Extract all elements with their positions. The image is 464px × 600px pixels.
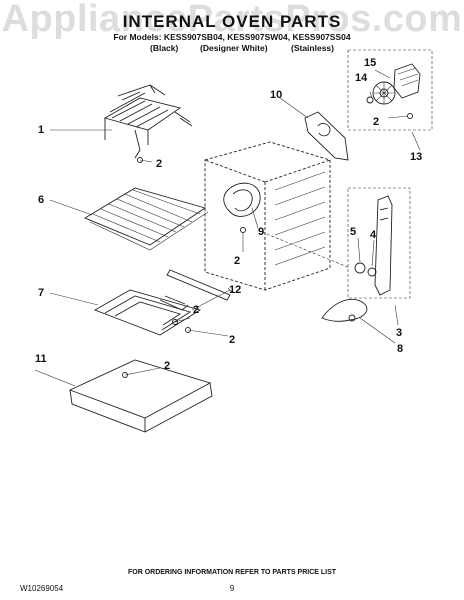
oven-sensor-probe <box>321 298 368 322</box>
variant-black: (Black) <box>150 43 179 53</box>
callout-3: 3 <box>396 327 402 339</box>
variant-designer-white: (Designer White) <box>200 43 268 53</box>
callout-12: 12 <box>229 284 241 296</box>
oven-cavity <box>204 141 331 291</box>
callout-15: 15 <box>364 57 376 69</box>
leader-lines <box>34 69 421 387</box>
callout-14: 14 <box>355 72 368 84</box>
oven-rack <box>84 187 209 251</box>
broil-element <box>103 84 193 163</box>
callout-2-bake-b: 2 <box>229 334 235 346</box>
callout-2-pan: 2 <box>164 360 170 372</box>
callout-4: 4 <box>370 229 377 241</box>
callout-7: 7 <box>38 287 44 299</box>
page-number: 9 <box>229 584 235 593</box>
callout-8: 8 <box>397 343 403 355</box>
convection-fan-assembly <box>347 49 433 131</box>
callout-10: 10 <box>270 89 282 101</box>
document-number: W10269054 <box>20 584 64 593</box>
models-subtitle: For Models: KESS907SB04, KESS907SW04, KE… <box>113 32 351 42</box>
callout-2-fan: 2 <box>373 116 379 128</box>
callout-11: 11 <box>35 353 47 365</box>
callout-5: 5 <box>350 226 356 238</box>
callout-13: 13 <box>410 151 422 163</box>
callout-6: 6 <box>38 194 44 206</box>
ordering-note: FOR ORDERING INFORMATION REFER TO PARTS … <box>127 569 337 576</box>
callout-2-bake-a: 2 <box>193 304 199 316</box>
callout-2-cavity: 2 <box>234 255 240 267</box>
convection-fan-cover <box>304 111 349 161</box>
bake-element <box>93 269 231 336</box>
page-title: INTERNAL OVEN PARTS <box>122 12 342 31</box>
callout-9: 9 <box>258 226 264 238</box>
callout-2-top: 2 <box>156 158 162 170</box>
watermark: AppliancePartsPros.com <box>1 0 463 40</box>
variant-stainless: (Stainless) <box>291 43 334 53</box>
temperature-sensor-assembly <box>347 187 411 299</box>
callout-1: 1 <box>38 124 44 136</box>
broiler-pan <box>68 359 213 433</box>
